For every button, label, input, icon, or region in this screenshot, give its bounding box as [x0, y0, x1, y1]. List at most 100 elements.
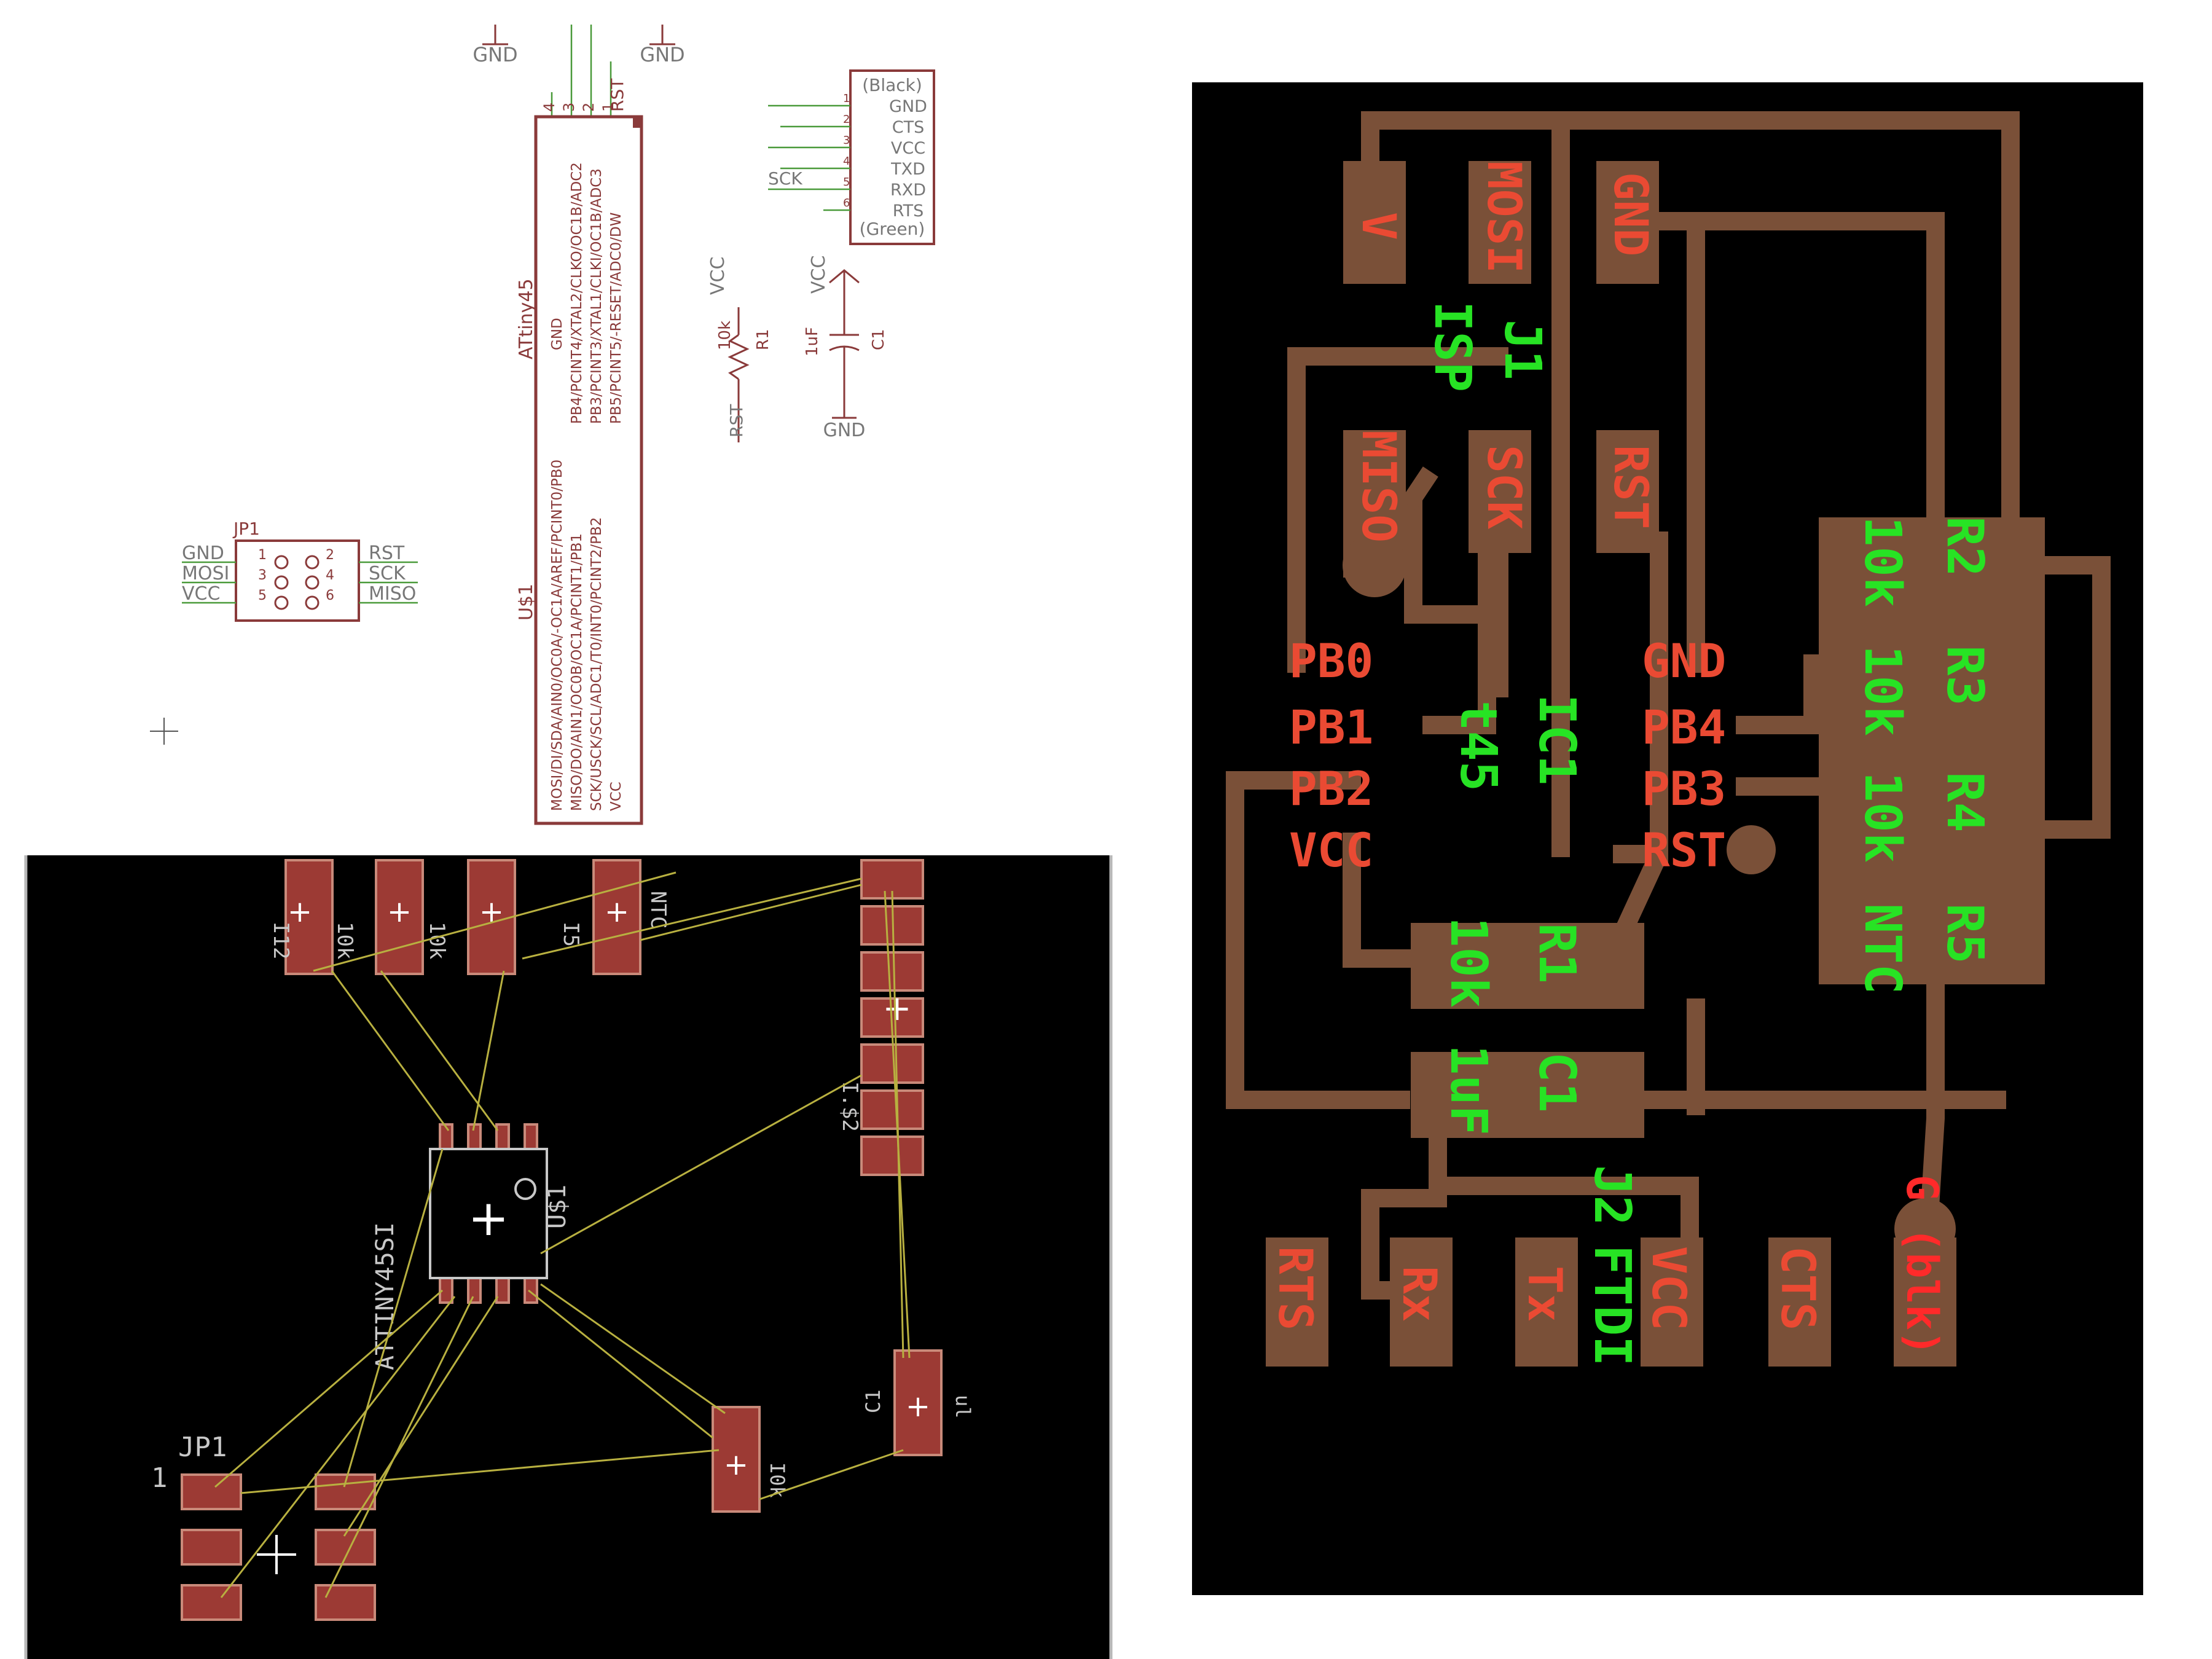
- pin-pb3: PB3/PCINT3/XTAL1/CLKI/OC1B/ADC3: [589, 168, 605, 424]
- pad-label-gnd: GND: [1642, 633, 1726, 688]
- board1-ntc-label: NTC: [646, 891, 670, 928]
- jp1-net-gnd: GND: [182, 543, 224, 564]
- r3-value: 10k: [1853, 645, 1912, 736]
- svg-text:+: +: [724, 1448, 748, 1482]
- jp1-pin-number: 3: [258, 568, 267, 583]
- pin-vcc: VCC: [608, 782, 624, 811]
- jp1-pin-number: 4: [326, 568, 334, 583]
- board1-side-label: I.$2: [837, 1081, 862, 1132]
- pad-label-miso: MISO: [1352, 430, 1406, 543]
- c1-ref: C1: [869, 329, 888, 350]
- r5-ref: R5: [1936, 903, 1994, 964]
- board1-background: [26, 855, 1111, 1659]
- jp1-pin-number: 2: [326, 547, 334, 563]
- ftdi-net-sck: SCK: [768, 168, 802, 189]
- c1-ref: C1: [1528, 1052, 1586, 1113]
- ntc-value: NTC: [1853, 903, 1912, 994]
- r1-ref: R1: [754, 329, 772, 350]
- pin-miso: MISO/DO/AIN1/OC0B/OC1A/PCINT1/PB1: [569, 533, 585, 811]
- r4-value: 10k: [1853, 772, 1912, 863]
- board1-mcu-ref: U$1: [543, 1185, 571, 1229]
- board1-jp1-label: JP1: [178, 1432, 227, 1463]
- pad-label-cts: CTS: [1771, 1246, 1826, 1330]
- ftdi-pin-number: 1: [843, 92, 850, 105]
- c1-net-vcc: VCC: [808, 256, 830, 294]
- board1-ratsnest: [214, 871, 911, 1598]
- ftdi-pin-number: 4: [843, 155, 850, 168]
- ftdi-pin-number: 5: [843, 176, 850, 189]
- jp1-net-vcc: VCC: [182, 583, 220, 605]
- board1-r5-label: I5: [559, 922, 583, 947]
- jp1-net-rst: RST: [369, 543, 405, 564]
- ftdi-pin-rts: RTS: [893, 202, 924, 221]
- r1-ref: R1: [1528, 923, 1586, 984]
- pad-label-gnd: GND: [1604, 172, 1658, 256]
- ftdi-pin-number: 3: [843, 134, 850, 147]
- ftdi-pin-gnd: GND: [889, 97, 927, 116]
- c1-net-gnd: GND: [823, 420, 866, 441]
- r1-value: 10k: [716, 321, 734, 350]
- pin-number: 1: [600, 103, 617, 112]
- ftdi-label: FTDI: [1583, 1245, 1641, 1366]
- c1-value: 1uF: [1439, 1045, 1497, 1135]
- pad-label-pb4: PB4: [1642, 700, 1726, 755]
- ic1-ref: IC1: [1528, 694, 1586, 785]
- jp1-net-miso: MISO: [369, 583, 416, 605]
- c1-symbol: VCC 1uF C1 GND: [803, 256, 888, 441]
- r1-net-rst: RST: [726, 404, 747, 437]
- svg-text:+: +: [605, 895, 629, 929]
- pad-label-sck: SCK: [1477, 445, 1532, 530]
- mcu-name: ATtiny45: [516, 278, 537, 359]
- board1-mcu: + ATTINY45SI U$1: [371, 1123, 571, 1370]
- board1-c1: + C1 ul: [861, 1349, 975, 1456]
- board2-silkscreen: J1 ISP IC1 t45 R2 R3 R4 R5 10k 10k 10k N…: [1423, 301, 1994, 1366]
- ftdi-pin-cts: CTS: [892, 118, 924, 137]
- board1-r2-label: I12: [269, 922, 293, 959]
- jp1-pin-number: 5: [258, 588, 267, 603]
- ftdi-bottom-label: (Green): [860, 219, 925, 239]
- board2-pad-labels: V MOSI GND MISO SCK RST PB0 PB1 PB2 VCC …: [1268, 161, 1947, 1356]
- ftdi-pin-txd: TXD: [890, 160, 925, 179]
- svg-text:+: +: [883, 989, 912, 1029]
- mcu-ref: U$1: [516, 584, 537, 621]
- ftdi-pin-rxd: RXD: [890, 181, 926, 200]
- gnd-symbol-left: GND: [473, 25, 518, 66]
- jp1-pin-number: 1: [258, 547, 267, 563]
- pad-label-tx: Tx: [1518, 1266, 1572, 1322]
- rst-label: RST: [607, 78, 627, 112]
- r2-ref: R2: [1936, 516, 1994, 577]
- gnd-symbol-right: GND: [640, 25, 685, 66]
- jp1-ref: JP1: [232, 519, 260, 539]
- isp-ref: J1: [1493, 320, 1551, 380]
- pad-label-vcc: VCC: [1289, 823, 1373, 877]
- pin-gnd: GND: [549, 318, 565, 350]
- board2-pads: [1266, 161, 2045, 1367]
- r2-value: 10k: [1853, 516, 1912, 607]
- board1-r1-label: I0k: [766, 1462, 789, 1498]
- r1-net-vcc: VCC: [707, 257, 729, 295]
- isp-label: ISP: [1423, 301, 1481, 392]
- board1-ftdi-header: + I.$2: [837, 859, 924, 1176]
- pad-label-mosi: MOSI: [1477, 161, 1532, 273]
- jp1-pin-number: 6: [326, 588, 334, 603]
- jp1-net-sck: SCK: [369, 563, 406, 584]
- pad-label-pb3: PB3: [1642, 761, 1726, 816]
- c1-value: 1uF: [803, 327, 822, 356]
- board1-c1-label: C1: [861, 1389, 885, 1413]
- pad-label-rst: RST: [1604, 445, 1658, 529]
- origin-cross: [150, 718, 178, 745]
- r1-value: 10k: [1439, 917, 1497, 1008]
- attiny45-symbol: 4 3 2 1 RST GND PB4/PCINT4/XTAL2/CLKO/OC…: [516, 78, 643, 825]
- r1-symbol: VCC 10k R1 RST: [707, 257, 772, 442]
- pad-label-pb1: PB1: [1289, 700, 1373, 755]
- pin-mosi: MOSI/DI/SDA/AIN0/OC0A/-OC1A/AREF/PCINT0/…: [549, 460, 565, 811]
- gnd-label: GND: [473, 43, 517, 66]
- schematic: GND GND 4 3 2 1 RST GND PB4/PCINT4/XTAL2…: [150, 25, 935, 825]
- r4-ref: R4: [1936, 772, 1994, 833]
- ftdi-pin-vcc: VCC: [891, 139, 925, 158]
- gnd-label: GND: [640, 43, 684, 66]
- pin-pb5: PB5/PCINT5/-RESET/ADC0/DW: [608, 213, 624, 424]
- pad-label-vcc: VCC: [1642, 1246, 1696, 1330]
